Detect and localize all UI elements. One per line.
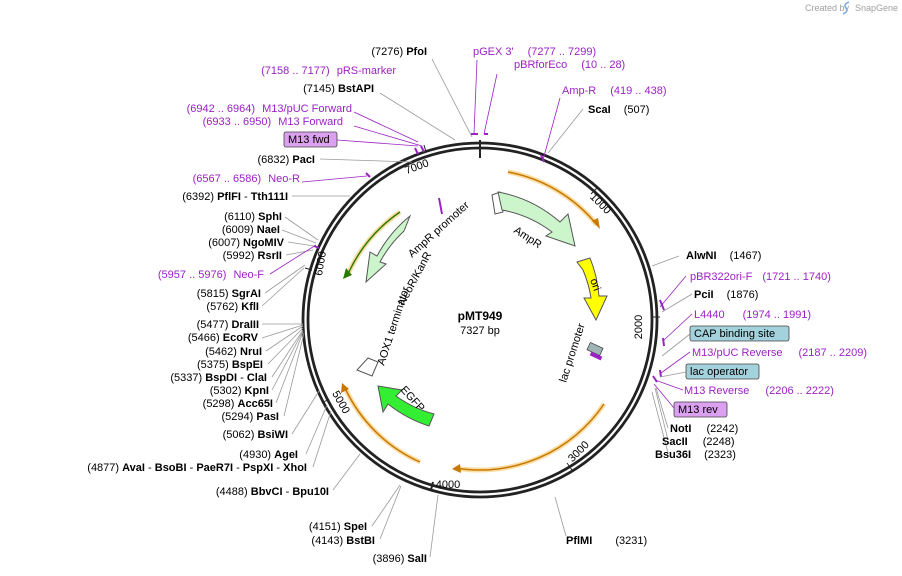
enzyme-ecorv: (5466) EcoRV (188, 332, 259, 344)
tick-6000: 6000 (313, 250, 329, 276)
enzyme-rsrii: (5992) RsrII (223, 250, 282, 262)
ori-arrow (576, 257, 608, 322)
tick-1000: 1000 (587, 191, 613, 217)
enzyme-bbvci: (4488) BbvCI - Bpu10I (216, 486, 329, 498)
plasmid-name: pMT949 (458, 309, 503, 323)
features (356, 191, 608, 427)
snapgene-credit: Created by SnapGene (805, 1, 898, 15)
label-ampr: AmpR (511, 224, 543, 251)
primer-m13-puc-reverse: M13/pUC Reverse(2187 .. 2209) (692, 347, 867, 359)
enzyme-pflfi: (6392) PflFI - Tth111I (182, 191, 288, 203)
lac-operator-label: lac operator (690, 366, 748, 378)
enzyme-ngomiv: (6007) NgoMIV (208, 237, 284, 249)
enzyme-naei: (6009) NaeI (222, 224, 280, 236)
primer-m13-puc-forward: (6942 .. 6964) M13/pUC Forward (187, 103, 352, 115)
enzyme-bstbi: (4143) BstBI (311, 535, 375, 547)
enzyme-bspei: (5375) BspEI (197, 359, 263, 371)
lac-operator-box (685, 363, 760, 380)
primer-neo-r: (6567 .. 6586) Neo-R (193, 173, 300, 185)
enzyme-sphi: (6110) SphI (224, 211, 282, 223)
enzyme-alwni: AlwNI (1467) (686, 250, 761, 262)
enzyme-kpni: (5302) KpnI (210, 385, 269, 397)
enzyme-noti: NotI (2242) (670, 423, 738, 435)
enzyme-scai: ScaI (507) (588, 104, 649, 116)
enzyme-spei: (4151) SpeI (309, 521, 367, 533)
neo-arrow (365, 214, 412, 284)
snapgene-logo-icon (842, 1, 850, 15)
primer-pgex3: pGEX 3'(7277 .. 7299) (473, 46, 596, 58)
left-leader-lines (261, 58, 473, 558)
enzyme-pasi: (5294) PasI (222, 411, 280, 423)
m13-fwd-label: M13 fwd (288, 134, 330, 146)
enzyme-bsu36i: Bsu36I (2323) (655, 449, 736, 461)
label-ori: ori (587, 277, 602, 293)
orange-arcs (341, 169, 607, 473)
ampr-arrow (497, 191, 576, 247)
primer-labels-right: Amp-R(419 .. 438) pBR322ori-F(1721 .. 17… (562, 85, 867, 397)
m13-rev-mark (589, 351, 603, 361)
primer-marks (313, 133, 665, 383)
credit-brand: SnapGene (855, 3, 898, 13)
m13-rev-label: M13 rev (678, 404, 718, 416)
label-lac-promoter: lac promoter (557, 322, 587, 384)
primer-l4440: L4440(1974 .. 1991) (694, 309, 811, 321)
enzyme-bstapi: (7145) BstAPI (303, 83, 374, 95)
enzyme-pcii: PciI (1876) (694, 289, 758, 301)
boxed-labels: M13 fwd CAP binding site lac operator M1… (283, 131, 790, 418)
enzyme-sali: (3896) SalI (373, 553, 427, 565)
primer-amp-r: Amp-R(419 .. 438) (562, 85, 667, 97)
primer-neo-f: (5957 .. 5976) Neo-F (158, 269, 264, 281)
m13-rev-box (673, 401, 728, 418)
tick-4000: 4000 (436, 479, 460, 491)
enzyme-nrui: (5462) NruI (205, 346, 262, 358)
enzyme-agei: (4930) AgeI (239, 449, 298, 461)
egfp-arrow (377, 385, 435, 427)
aox1-arrow (356, 357, 379, 377)
credit-prefix: Created by (805, 3, 850, 13)
tick-2000: 2000 (633, 315, 645, 339)
enzyme-acc65i: (5298) Acc65I (203, 398, 273, 410)
enzyme-draiii: (5477) DraIII (197, 319, 259, 331)
primer-m13-reverse: M13 Reverse(2206 .. 2222) (684, 385, 834, 397)
primer-m13-forward: (6933 .. 6950) M13 Forward (203, 116, 343, 128)
label-ampr-promoter: AmpR promoter (406, 199, 472, 260)
cap-binding-site-label: CAP binding site (694, 328, 775, 340)
primer-pbr322ori-f: pBR322ori-F(1721 .. 1740) (690, 271, 831, 283)
right-leader-lines (547, 108, 693, 537)
enzyme-avai: (4877) AvaI - BsoBI - PaeR7I - PspXI - X… (87, 462, 307, 474)
enzyme-bspdi: (5337) BspDI - ClaI (170, 372, 267, 384)
enzyme-bsiwi: (5062) BsiWI (223, 429, 288, 441)
enzyme-pfoi: (7276) PfoI (371, 46, 427, 58)
enzyme-kfli: (5762) KflI (206, 301, 259, 313)
tick-7000: 7000 (403, 157, 430, 177)
right-enzyme-labels: ScaI (507) AlwNI (1467) PciI (1876) NotI… (566, 104, 761, 547)
enzyme-paci: (6832) PacI (258, 154, 316, 166)
m13-fwd-box (283, 131, 338, 148)
enzyme-pflmi: PflMI (3231) (566, 535, 647, 547)
tick-marks (304, 140, 660, 491)
primer-leader-lines (269, 59, 693, 391)
primer-labels-left: pGEX 3'(7277 .. 7299) pBRforEco(10 .. 28… (158, 46, 625, 281)
left-enzyme-labels: (7276) PfoI (7145) BstAPI (6832) PacI (6… (87, 46, 427, 565)
primer-prs-marker: (7158 .. 7177) pRS-marker (261, 65, 396, 77)
plasmid-size: 7327 bp (460, 325, 500, 337)
enzyme-sacii: SacII (2248) (662, 436, 735, 448)
cap-binding-site-box (689, 325, 790, 342)
enzyme-sgrai: (5815) SgrAI (197, 288, 261, 300)
primer-pbrforeco: pBRforEco(10 .. 28) (514, 59, 625, 71)
